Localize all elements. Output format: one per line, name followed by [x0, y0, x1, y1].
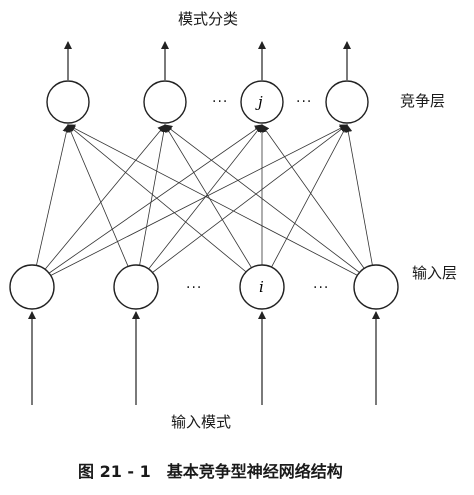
connection — [135, 124, 348, 286]
input-node — [113, 264, 159, 310]
competitive-layer — [46, 80, 369, 124]
input-ellipsis: ··· — [186, 280, 202, 296]
input-layer — [9, 264, 399, 310]
competitive-node — [143, 80, 187, 124]
connection — [67, 124, 263, 286]
output-arrows — [64, 41, 351, 80]
connection — [67, 124, 137, 286]
connection — [67, 124, 377, 286]
competitive-node-label: j — [255, 93, 263, 111]
competitive-ellipsis: ··· — [296, 94, 312, 110]
connection — [164, 124, 263, 286]
connection — [31, 124, 166, 286]
input-ellipsis: ··· — [313, 280, 329, 296]
competitive-layer-label: 竞争层 — [400, 92, 445, 110]
competitive-node — [325, 80, 369, 124]
connection — [31, 124, 71, 286]
figure-caption: 图 21 - 1 基本竞争型神经网络结构 — [78, 462, 343, 481]
competitive-node — [46, 80, 90, 124]
competitive-node-j — [240, 80, 284, 124]
output-label: 模式分类 — [178, 10, 238, 28]
connection — [164, 124, 377, 286]
input-node — [9, 264, 55, 310]
input-node — [353, 264, 399, 310]
input-arrows — [28, 311, 380, 405]
connection — [135, 124, 263, 286]
connections — [31, 124, 377, 286]
connection — [31, 124, 263, 286]
connection — [261, 124, 377, 286]
input-node-i — [239, 264, 285, 310]
connection — [135, 124, 168, 286]
input-node-label: i — [259, 278, 264, 296]
input-pattern-label: 输入模式 — [171, 413, 231, 431]
connection — [344, 124, 377, 286]
connection — [261, 124, 348, 286]
connection — [31, 124, 348, 286]
input-layer-label: 输入层 — [412, 264, 457, 282]
competitive-ellipsis: ··· — [212, 94, 228, 110]
